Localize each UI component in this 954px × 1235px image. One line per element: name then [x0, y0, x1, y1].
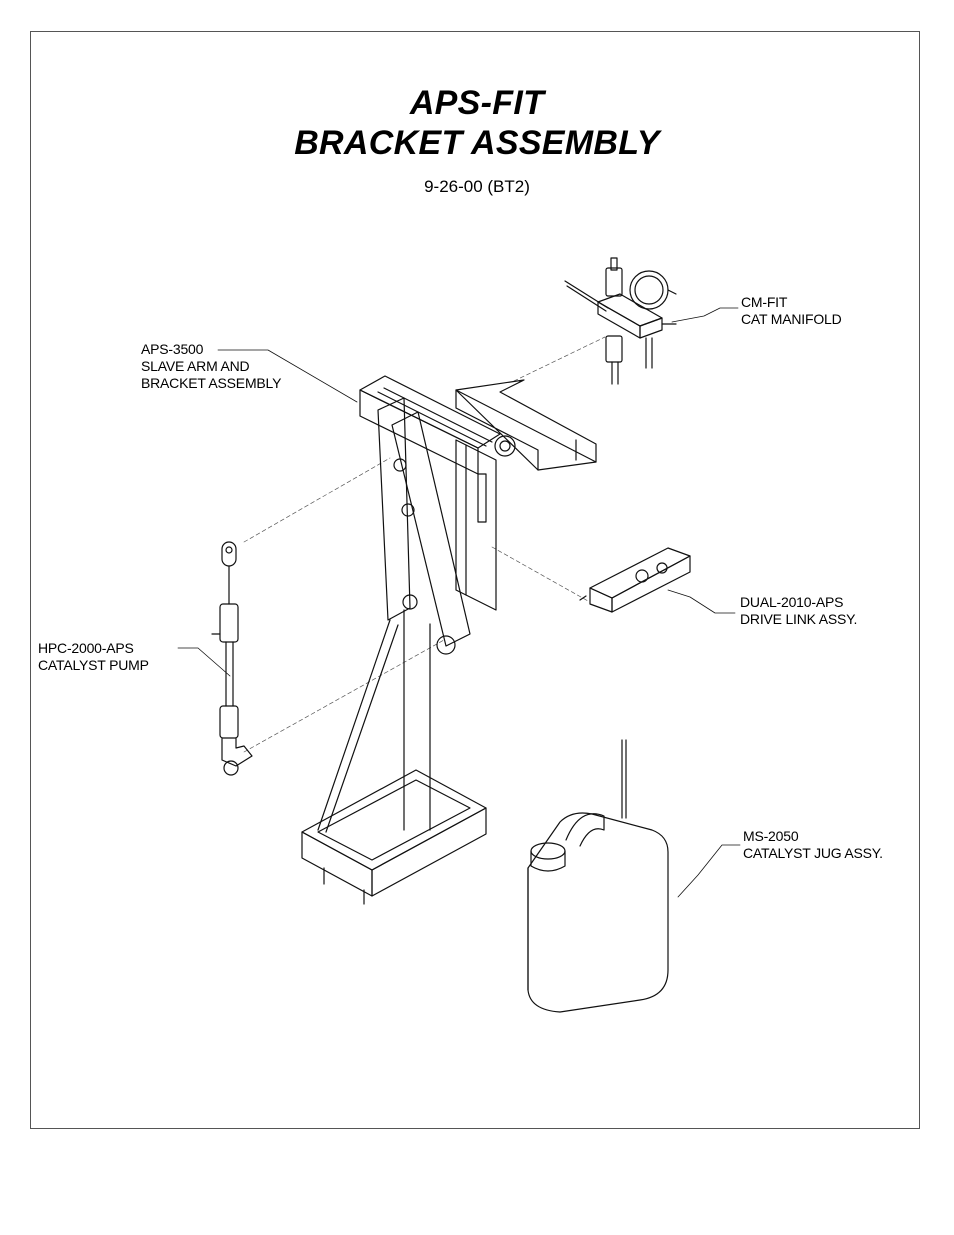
callout-hpc-2000: HPC-2000-APS CATALYST PUMP — [38, 640, 149, 674]
callout-dual-2010-line1: DUAL-2010-APS — [740, 594, 857, 611]
explode-lines — [244, 337, 605, 752]
callout-ms-2050-line1: MS-2050 — [743, 828, 883, 845]
callout-ms-2050-line2: CATALYST JUG ASSY. — [743, 845, 883, 862]
callout-cm-fit: CM-FIT CAT MANIFOLD — [741, 294, 842, 328]
callout-cm-fit-line2: CAT MANIFOLD — [741, 311, 842, 328]
callout-aps-3500: APS-3500 SLAVE ARM AND BRACKET ASSEMBLY — [141, 341, 281, 392]
tray-part — [302, 770, 486, 904]
callout-cm-fit-line1: CM-FIT — [741, 294, 842, 311]
callout-hpc-2000-line2: CATALYST PUMP — [38, 657, 149, 674]
callout-aps-3500-line3: BRACKET ASSEMBLY — [141, 375, 281, 392]
catalyst-pump-part — [212, 542, 252, 775]
callout-ms-2050: MS-2050 CATALYST JUG ASSY. — [743, 828, 883, 862]
callout-hpc-2000-line1: HPC-2000-APS — [38, 640, 149, 657]
catalyst-jug-part — [528, 740, 668, 1012]
drive-link-part — [580, 548, 690, 612]
leader-lines — [178, 308, 740, 897]
cat-manifold-part — [565, 258, 676, 384]
callout-dual-2010-line2: DRIVE LINK ASSY. — [740, 611, 857, 628]
callout-aps-3500-line2: SLAVE ARM AND — [141, 358, 281, 375]
slave-arm-bracket-part — [318, 376, 596, 832]
callout-dual-2010: DUAL-2010-APS DRIVE LINK ASSY. — [740, 594, 857, 628]
callout-aps-3500-line1: APS-3500 — [141, 341, 281, 358]
